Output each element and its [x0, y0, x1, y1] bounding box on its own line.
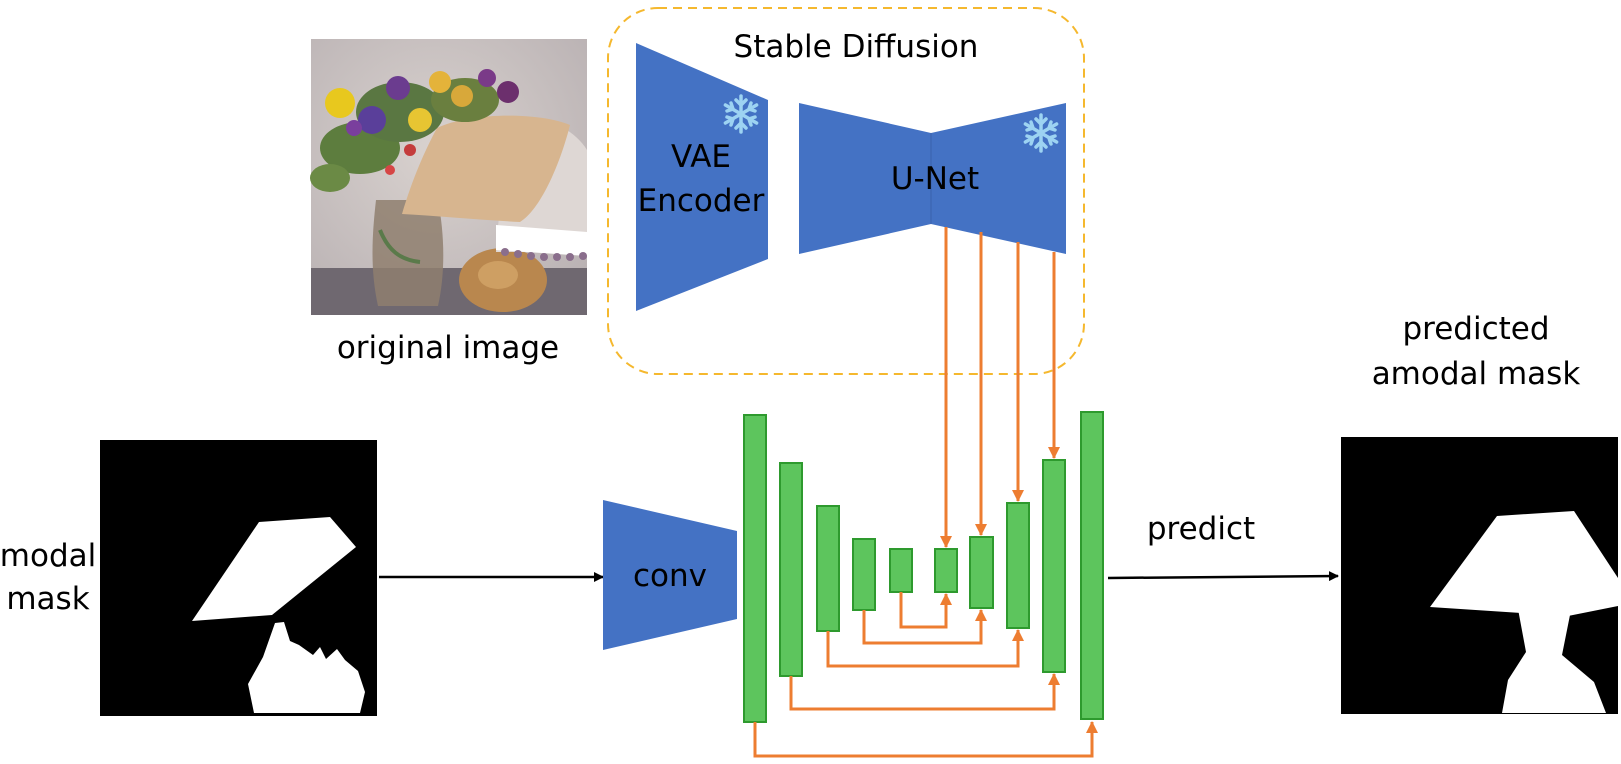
original-image-photo — [310, 39, 587, 315]
decoder-layer — [852, 538, 876, 611]
decoder-layer — [889, 548, 913, 593]
modal-mask-image — [100, 440, 377, 716]
conv-label: conv — [633, 558, 707, 594]
unet-block — [799, 103, 1066, 254]
decoder-layer — [934, 548, 958, 593]
snowflake-icon — [723, 94, 759, 134]
skip-connections — [753, 592, 1098, 758]
decoder-layer — [743, 414, 767, 723]
predicted-amodal-mask-image — [1341, 437, 1618, 714]
modal-mask-label-line1: modal — [0, 538, 96, 574]
vae-encoder-block — [636, 43, 768, 311]
stable-diffusion-group — [607, 7, 1085, 375]
vae-encoder-label-line1: VAE — [671, 139, 731, 175]
arrow-predict — [1107, 571, 1339, 582]
modal-mask-label-line2: mask — [6, 581, 89, 617]
decoder-layer — [816, 505, 840, 632]
unet-feature-arrows — [940, 227, 1060, 548]
decoder-layer — [779, 462, 803, 677]
decoder-layer — [1006, 502, 1030, 629]
stable-diffusion-title: Stable Diffusion — [734, 29, 979, 65]
predicted-mask-label-line2: amodal mask — [1372, 356, 1581, 392]
predict-label: predict — [1147, 511, 1255, 547]
conv-block — [603, 500, 737, 650]
decoder-unet — [743, 411, 1104, 723]
decoder-layer — [1042, 459, 1066, 673]
decoder-layer — [969, 536, 994, 609]
decoder-layer — [1080, 411, 1104, 720]
unet-label: U-Net — [891, 161, 979, 197]
vae-encoder-label-line2: Encoder — [638, 183, 765, 219]
predicted-mask-label-line1: predicted — [1402, 311, 1549, 347]
original-image-label: original image — [337, 330, 559, 366]
snowflake-icon — [1023, 113, 1059, 153]
